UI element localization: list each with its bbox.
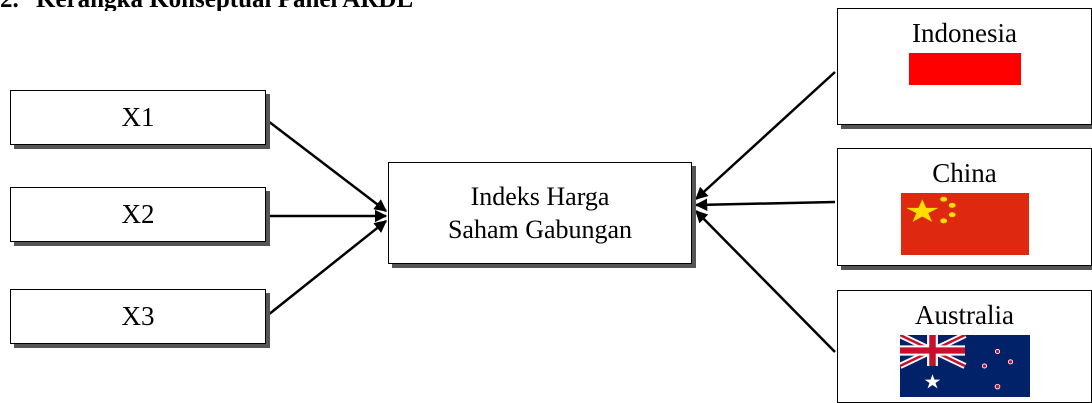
variable-label: X3 xyxy=(121,301,155,331)
ihsg-label-line2: Saham Gabungan xyxy=(447,215,633,244)
country-label: China xyxy=(932,158,997,188)
variable-label: X1 xyxy=(121,102,155,132)
edge-china-to-ihsg xyxy=(694,198,836,212)
australia-flag-icon xyxy=(899,335,1030,397)
edge-indonesia-to-ihsg xyxy=(695,71,836,200)
ihsg-box: Indeks Harga Saham Gabungan xyxy=(388,162,692,264)
ihsg-label-line1: Indeks Harga xyxy=(470,182,610,211)
section-number: 2. xyxy=(0,0,36,11)
country-label: Indonesia xyxy=(912,18,1017,48)
variable-box-x2: X2 xyxy=(10,187,266,242)
section-title: Kerangka Konseptual Panel ARDL xyxy=(36,0,413,11)
edge-x3-to-ihsg xyxy=(267,220,387,316)
country-box-china: China xyxy=(837,148,1092,266)
variable-box-x3: X3 xyxy=(10,289,266,344)
china-flag-icon xyxy=(900,193,1029,255)
section-heading: 2.Kerangka Konseptual Panel ARDL xyxy=(0,0,413,11)
country-box-australia: Australia xyxy=(837,290,1092,403)
country-box-indonesia: Indonesia xyxy=(837,8,1092,125)
edge-x1-to-ihsg xyxy=(267,120,387,212)
country-label: Australia xyxy=(915,300,1014,330)
edge-australia-to-ihsg xyxy=(695,210,836,353)
variable-label: X2 xyxy=(121,199,155,229)
indonesia-flag-icon xyxy=(908,53,1021,85)
variable-box-x1: X1 xyxy=(10,90,266,145)
